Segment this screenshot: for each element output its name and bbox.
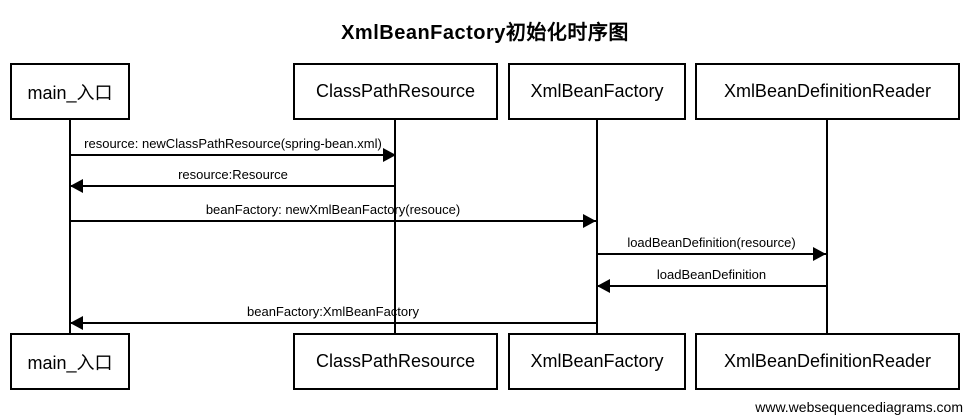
arrowhead-left-icon: [70, 316, 83, 330]
arrowhead-right-icon: [583, 214, 596, 228]
message-line: [597, 247, 826, 261]
participant-top-xmlbeanfactory: XmlBeanFactory: [508, 63, 686, 120]
message-label: resource:Resource: [178, 167, 288, 182]
participant-top-xmlbeandefinitionreader: XmlBeanDefinitionReader: [695, 63, 960, 120]
message-label: beanFactory:XmlBeanFactory: [247, 304, 419, 319]
arrowhead-right-icon: [813, 247, 826, 261]
lifeline-classpathresource: [394, 120, 396, 333]
message-label: resource: newClassPathResource(spring-be…: [84, 136, 382, 151]
participant-label: main_入口: [27, 352, 113, 373]
message-loadbeandefinition-return: loadBeanDefinition: [597, 267, 826, 293]
participant-label: ClassPathResource: [315, 81, 476, 101]
arrowhead-left-icon: [597, 279, 610, 293]
message-new-xmlbeanfactory: beanFactory: newXmlBeanFactory(resouce): [70, 202, 596, 228]
message-new-classpathresource: resource: newClassPathResource(spring-be…: [70, 136, 396, 162]
message-line: [70, 148, 396, 162]
arrowhead-left-icon: [70, 179, 83, 193]
participant-top-classpathresource: ClassPathResource: [293, 63, 498, 120]
message-label: loadBeanDefinition(resource): [627, 235, 796, 250]
lifeline-xmlbeandefinitionreader: [826, 120, 828, 333]
participant-bottom-main: main_入口: [10, 333, 130, 390]
participant-label: XmlBeanFactory: [530, 351, 664, 371]
message-loadbeandefinition-call: loadBeanDefinition(resource): [597, 235, 826, 261]
message-return-resource: resource:Resource: [70, 167, 396, 193]
message-label: loadBeanDefinition: [656, 267, 767, 282]
participant-label: main_入口: [27, 82, 113, 103]
participant-top-main: main_入口: [10, 63, 130, 120]
message-line: [70, 214, 596, 228]
participant-label: ClassPathResource: [315, 351, 476, 371]
watermark-footer: www.websequencediagrams.com: [755, 399, 963, 415]
participant-label: XmlBeanFactory: [530, 81, 664, 101]
lifeline-main: [69, 120, 71, 333]
message-return-beanfactory: beanFactory:XmlBeanFactory: [70, 304, 596, 330]
participant-label: XmlBeanDefinitionReader: [723, 81, 932, 101]
lifeline-xmlbeanfactory: [596, 120, 598, 333]
message-line: [70, 179, 396, 193]
participant-label: XmlBeanDefinitionReader: [723, 351, 932, 371]
message-label: beanFactory: newXmlBeanFactory(resouce): [205, 202, 461, 217]
participant-bottom-classpathresource: ClassPathResource: [293, 333, 498, 390]
participant-bottom-xmlbeandefinitionreader: XmlBeanDefinitionReader: [695, 333, 960, 390]
diagram-title: XmlBeanFactory初始化时序图: [341, 22, 629, 44]
message-line: [70, 316, 596, 330]
message-line: [597, 279, 826, 293]
arrowhead-right-icon: [383, 148, 396, 162]
participant-bottom-xmlbeanfactory: XmlBeanFactory: [508, 333, 686, 390]
